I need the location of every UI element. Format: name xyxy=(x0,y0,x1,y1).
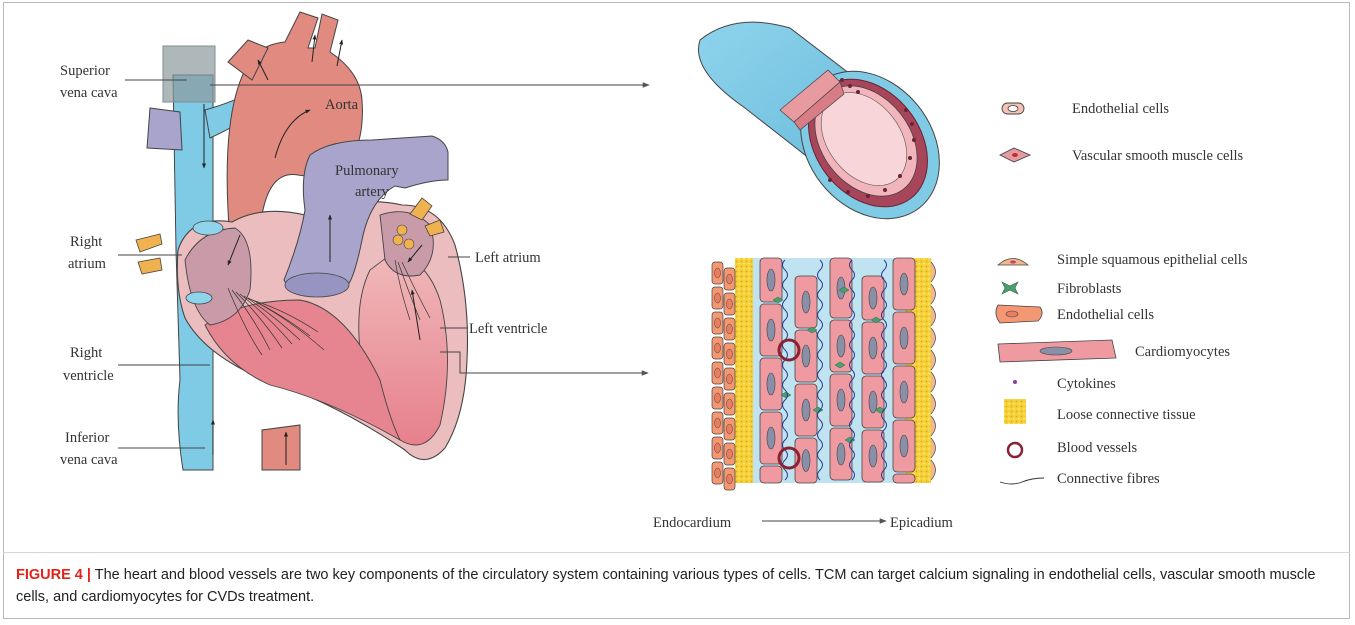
label-pulmonary-artery-2: artery xyxy=(355,184,390,200)
squamous-cell-icon xyxy=(998,259,1028,266)
endothelial-cell-icon xyxy=(1002,103,1024,114)
vessel-legend: Endothelial cells Vascular smooth muscle… xyxy=(1000,101,1243,164)
label-inferior-vena-cava-1: Inferior xyxy=(65,430,109,446)
label-superior-vena-cava-1: Superior xyxy=(60,63,110,79)
label-aorta: Aorta xyxy=(325,97,359,113)
endothelial-cell-icon xyxy=(996,305,1042,323)
label-pulmonary-artery-1: Pulmonary xyxy=(335,163,399,179)
axis-start-label: Endocardium xyxy=(653,515,732,531)
cardiomyocyte xyxy=(893,474,915,483)
descending-aorta xyxy=(262,425,300,470)
epicardial-cell xyxy=(931,306,936,326)
axis-end-label: Epicadium xyxy=(890,515,954,531)
tissue-legend-label-1: Fibroblasts xyxy=(1057,281,1122,297)
smooth-muscle-cell-icon xyxy=(1000,148,1030,162)
tissue-legend-label-2: Endothelial cells xyxy=(1057,307,1154,323)
tissue-legend-label-7: Connective fibres xyxy=(1057,471,1160,487)
cytokine-icon xyxy=(1013,380,1017,384)
epicardial-cell xyxy=(931,328,936,348)
cardiomyocyte xyxy=(760,466,782,483)
epicardial-cell xyxy=(931,438,936,458)
atrium-opening-bottom xyxy=(186,292,212,304)
vessel-highlight-box xyxy=(163,46,215,102)
caption-text: The heart and blood vessels are two key … xyxy=(16,567,1315,605)
epicardial-cell xyxy=(931,416,936,436)
epicardial-cell xyxy=(931,394,936,414)
fibroblast-icon xyxy=(1002,282,1018,294)
label-right-ventricle-2: ventricle xyxy=(63,368,114,384)
heart-illustration xyxy=(136,12,468,470)
tissue-legend-label-0: Simple squamous epithelial cells xyxy=(1057,252,1248,268)
epicardial-cell xyxy=(931,350,936,370)
vessel-legend-label-0: Endothelial cells xyxy=(1072,101,1169,117)
fibre-icon xyxy=(1000,478,1044,484)
label-left-atrium: Left atrium xyxy=(475,250,541,266)
tissue-legend-label-5: Loose connective tissue xyxy=(1057,407,1196,423)
label-left-ventricle: Left ventricle xyxy=(469,321,548,337)
caption-divider xyxy=(3,552,1350,553)
tissue-legend-label-4: Cytokines xyxy=(1057,376,1116,392)
tissue-legend-label-6: Blood vessels xyxy=(1057,440,1138,456)
blood-vessel-cross-section xyxy=(698,22,968,246)
epicardial-cell xyxy=(931,372,936,392)
label-inferior-vena-cava-2: vena cava xyxy=(60,452,118,468)
cardiomyocyte-icon xyxy=(998,340,1116,362)
heart-diagram-figure: Superior vena cava Aorta Pulmonary arter… xyxy=(0,0,1355,552)
epicardial-cell xyxy=(931,460,936,480)
atrium-opening-top xyxy=(193,221,223,235)
label-right-ventricle-1: Right xyxy=(70,345,102,361)
cardiac-tissue-section xyxy=(705,258,936,490)
endo-epi-axis: Endocardium Epicadium xyxy=(653,515,954,531)
blood-vessel-icon xyxy=(1008,443,1022,457)
tissue-legend-label-3: Cardiomyocytes xyxy=(1135,344,1230,360)
label-right-atrium-2: atrium xyxy=(68,256,107,272)
figure-label: FIGURE 4 | xyxy=(16,567,91,583)
label-right-atrium-1: Right xyxy=(70,234,102,250)
vessel-legend-label-1: Vascular smooth muscle cells xyxy=(1072,148,1243,164)
label-superior-vena-cava-2: vena cava xyxy=(60,85,118,101)
connective-tissue-icon xyxy=(1004,399,1026,424)
epicardial-cell xyxy=(931,262,936,282)
tissue-legend: Simple squamous epithelial cells Fibrobl… xyxy=(996,252,1248,487)
figure-caption: FIGURE 4 | The heart and blood vessels a… xyxy=(16,564,1341,608)
epicardial-cell xyxy=(931,284,936,304)
pulmonary-vein-left xyxy=(147,108,182,150)
